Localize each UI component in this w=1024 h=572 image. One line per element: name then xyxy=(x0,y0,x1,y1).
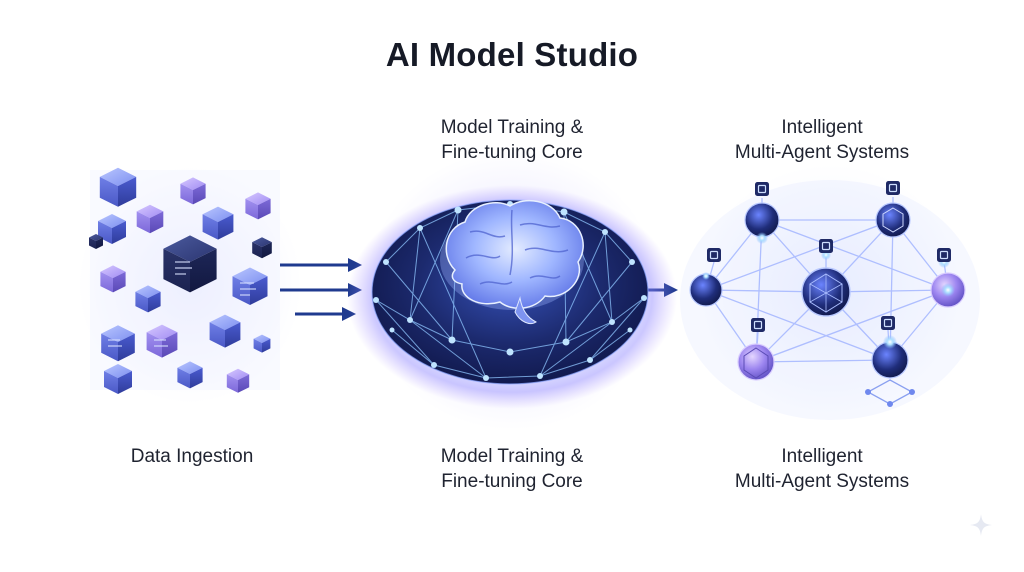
core-label-top: Model Training & Fine-tuning Core xyxy=(382,115,642,165)
agents-label-top: Intelligent Multi-Agent Systems xyxy=(692,115,952,165)
core-label-bottom: Model Training & Fine-tuning Core xyxy=(382,444,642,494)
core-label-top-line2: Fine-tuning Core xyxy=(441,142,583,163)
agents-label-top-line2: Multi-Agent Systems xyxy=(734,142,910,163)
agent-network-icon xyxy=(680,180,980,420)
core-label-bottom-line2: Fine-tuning Core xyxy=(441,471,583,492)
page-title: AI Model Studio xyxy=(385,36,639,73)
sparkle-icon xyxy=(970,514,992,536)
agents-label-bottom-line2: Multi-Agent Systems xyxy=(734,471,910,492)
data-ingestion-label: Data Ingestion xyxy=(130,446,254,467)
agents-label-bottom: Intelligent Multi-Agent Systems xyxy=(692,444,952,494)
core-label-top-line1: Model Training & xyxy=(440,117,584,138)
agents-label-top-line1: Intelligent xyxy=(781,117,863,138)
data-cubes-icon xyxy=(89,167,280,394)
core-label-bottom-line1: Model Training & xyxy=(440,446,584,467)
agents-label-bottom-line1: Intelligent xyxy=(781,446,863,467)
brain-network-icon xyxy=(347,185,677,409)
